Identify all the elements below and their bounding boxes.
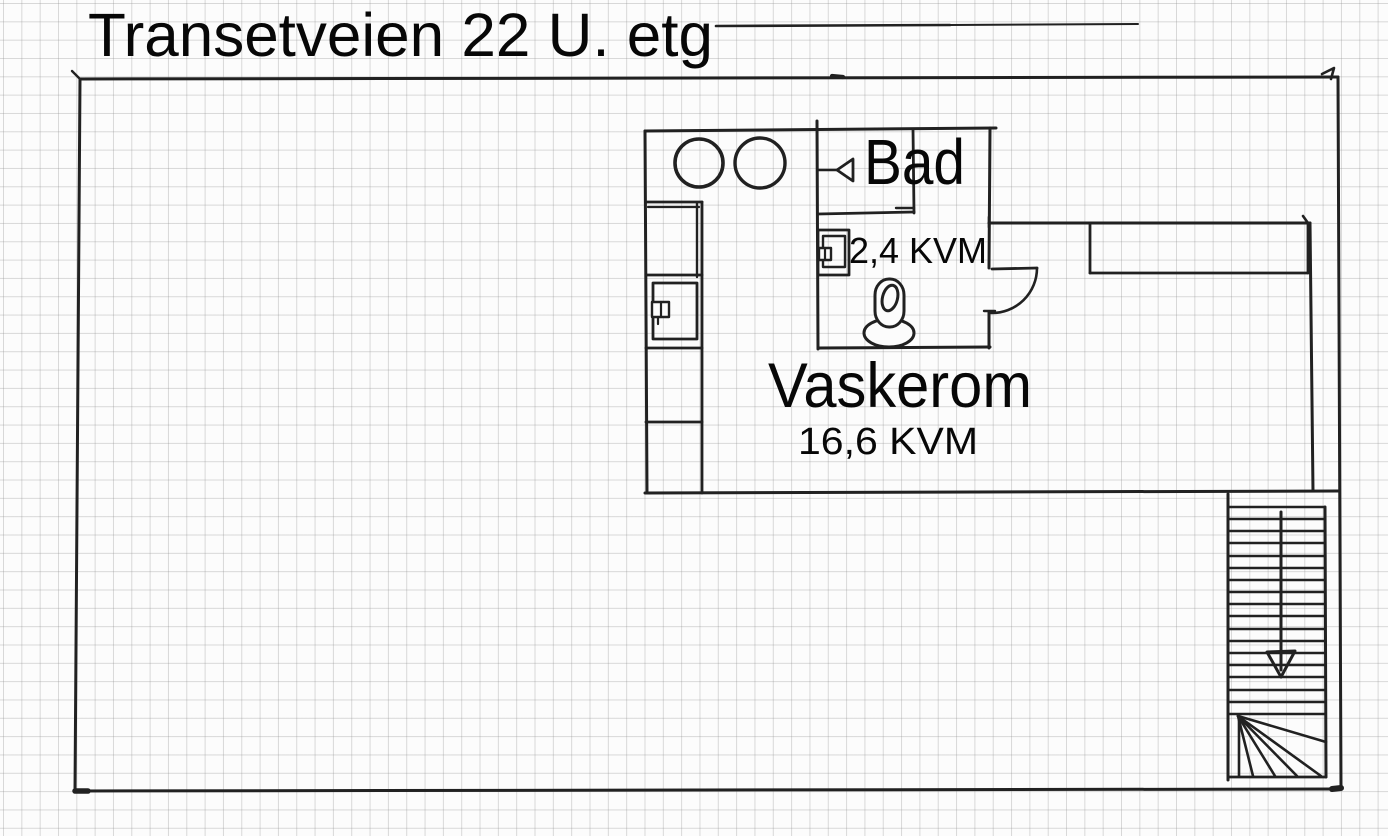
shower-icon bbox=[816, 157, 855, 183]
room-area-vaskerom: 16,6 KVM bbox=[798, 421, 978, 463]
room-area-bad: 2,4 KVM bbox=[849, 230, 987, 271]
corner-blob-bottom-right bbox=[1329, 785, 1344, 792]
sink-icon bbox=[816, 228, 851, 277]
corner-tick-top-right bbox=[1320, 66, 1336, 81]
east-wall-vaskerom bbox=[1308, 221, 1315, 493]
wall-blip bbox=[829, 73, 846, 80]
stair-winders bbox=[1226, 714, 1328, 779]
corner-tick-top-left bbox=[70, 69, 82, 81]
page-title: Transetveien 22 U. etg bbox=[88, 1, 713, 69]
outer-walls bbox=[70, 66, 1344, 794]
shower-partition-h bbox=[816, 210, 916, 216]
washer-drums-icon bbox=[673, 136, 787, 190]
bad-east-wall-upper bbox=[987, 126, 992, 270]
door-arc bbox=[989, 266, 1039, 315]
room-label-vaskerom: Vaskerom bbox=[768, 351, 1032, 421]
bad-south-wall bbox=[816, 345, 992, 350]
door-swing bbox=[989, 266, 1039, 315]
appliance-icon bbox=[650, 281, 699, 341]
stair-treads bbox=[1226, 505, 1327, 716]
shower-partition-v bbox=[911, 127, 916, 215]
labels: Transetveien 22 U. etg Bad 2,4 KVM Vaske… bbox=[88, 1, 1032, 463]
room-walls bbox=[643, 119, 1340, 495]
west-wall bbox=[643, 129, 649, 495]
staircase bbox=[1226, 492, 1328, 782]
north-wall-left bbox=[643, 126, 998, 133]
toilet-icon bbox=[862, 277, 916, 349]
bench bbox=[1088, 221, 1310, 275]
room-label-bad: Bad bbox=[864, 126, 965, 198]
scan-artifact-line bbox=[714, 23, 1139, 28]
door-leaf bbox=[990, 266, 1039, 271]
south-wall bbox=[643, 489, 1340, 495]
stairs-down-arrow-icon bbox=[1265, 510, 1297, 679]
cabinet-column bbox=[644, 200, 704, 495]
